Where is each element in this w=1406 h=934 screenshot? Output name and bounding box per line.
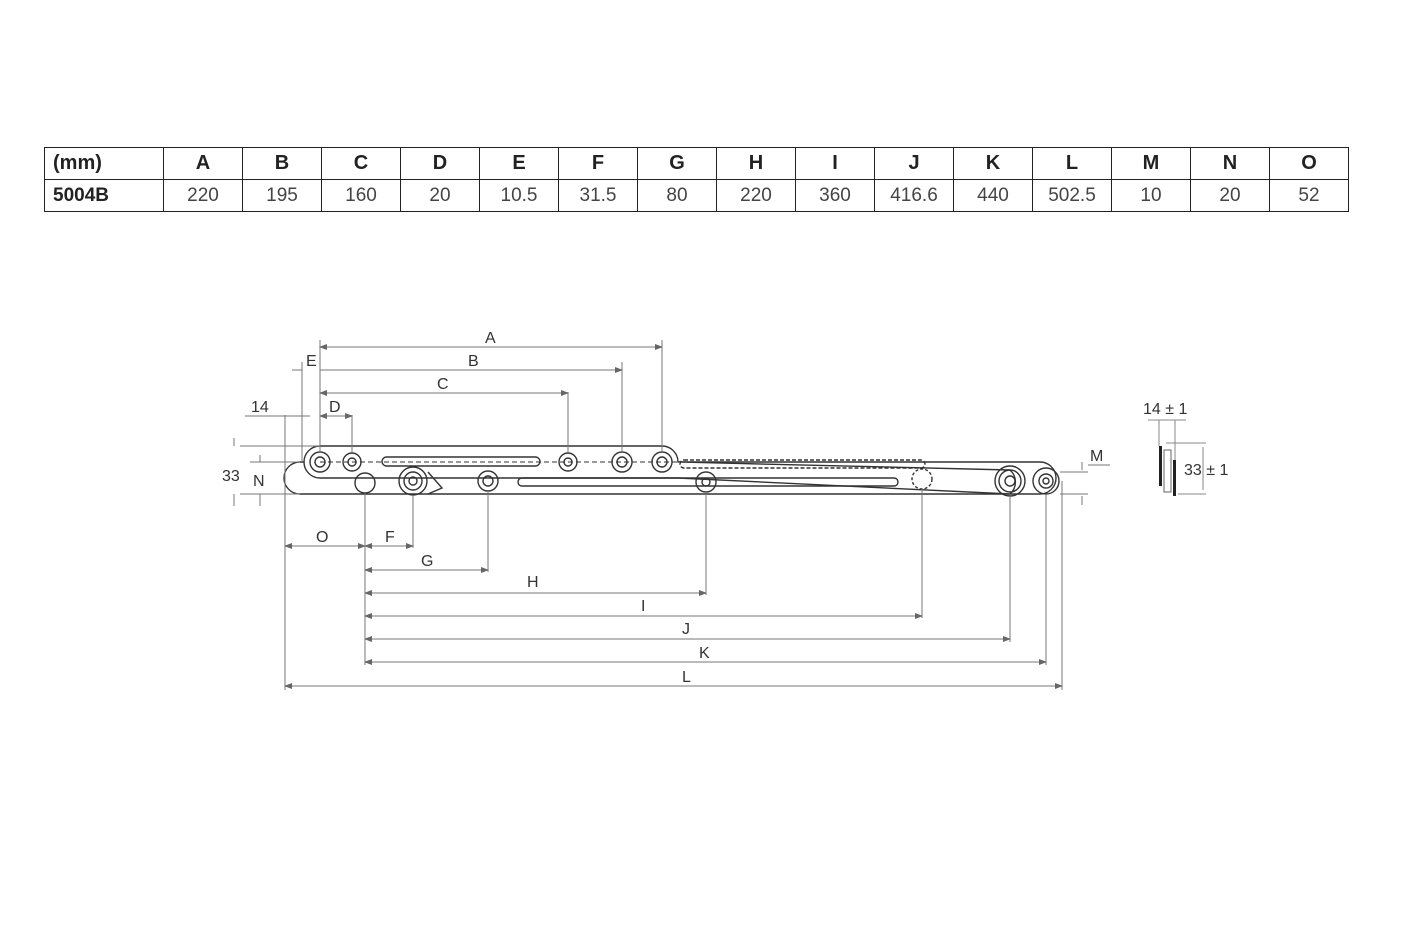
- side-width-label: 14 ± 1: [1143, 401, 1187, 418]
- side-plate-middle: [1163, 449, 1172, 493]
- side-view: 14 ± 1 33 ± 1: [1143, 401, 1228, 496]
- label-o: O: [316, 529, 328, 546]
- label-b: B: [468, 353, 479, 370]
- col-header-c: C: [321, 147, 401, 180]
- value-k: 440: [953, 179, 1033, 212]
- dimension-table: (mm) A B C D E F G H I J K L M N O 5004B…: [44, 147, 1349, 212]
- label-i: I: [641, 598, 645, 615]
- value-o: 52: [1269, 179, 1349, 212]
- value-c: 160: [321, 179, 401, 212]
- value-h: 220: [716, 179, 796, 212]
- table-header-row: (mm) A B C D E F G H I J K L M N O: [44, 147, 1349, 180]
- label-f: F: [385, 529, 395, 546]
- model-cell: 5004B: [44, 179, 164, 212]
- dimension-labels: A B C D E 14 33 N O F G H I J K L M: [222, 330, 1103, 686]
- dimension-lines: [233, 340, 1110, 690]
- unit-header: (mm): [44, 147, 164, 180]
- col-header-f: F: [558, 147, 638, 180]
- value-a: 220: [163, 179, 243, 212]
- value-f: 31.5: [558, 179, 638, 212]
- value-l: 502.5: [1032, 179, 1112, 212]
- side-plate-right: [1173, 460, 1176, 496]
- value-g: 80: [637, 179, 717, 212]
- label-j: J: [682, 621, 690, 638]
- col-header-a: A: [163, 147, 243, 180]
- label-33: 33: [222, 468, 240, 485]
- col-header-g: G: [637, 147, 717, 180]
- side-height-label: 33 ± 1: [1184, 462, 1228, 479]
- col-header-n: N: [1190, 147, 1270, 180]
- label-d: D: [329, 399, 341, 416]
- col-header-h: H: [716, 147, 796, 180]
- label-e: E: [306, 353, 317, 370]
- hinge-body: [283, 445, 1060, 497]
- label-a: A: [485, 330, 496, 347]
- label-h: H: [527, 574, 539, 591]
- col-header-i: I: [795, 147, 875, 180]
- label-l: L: [682, 669, 691, 686]
- value-b: 195: [242, 179, 322, 212]
- table-row: 5004B 220 195 160 20 10.5 31.5 80 220 36…: [44, 179, 1349, 212]
- value-j: 416.6: [874, 179, 954, 212]
- label-14: 14: [251, 399, 269, 416]
- label-k: K: [699, 645, 710, 662]
- value-e: 10.5: [479, 179, 559, 212]
- label-c: C: [437, 376, 449, 393]
- value-d: 20: [400, 179, 480, 212]
- value-m: 10: [1111, 179, 1191, 212]
- col-header-m: M: [1111, 147, 1191, 180]
- label-n: N: [253, 473, 265, 490]
- label-m: M: [1090, 448, 1103, 465]
- side-plate-left: [1159, 446, 1162, 486]
- label-g: G: [421, 553, 433, 570]
